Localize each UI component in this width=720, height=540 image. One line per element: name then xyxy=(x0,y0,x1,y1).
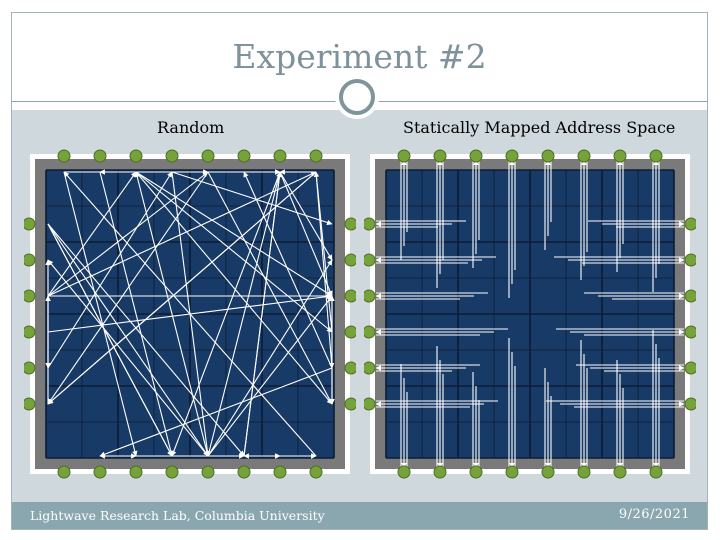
random-node xyxy=(93,465,107,479)
random-node xyxy=(129,149,143,163)
random-node xyxy=(93,149,107,163)
mapped-node xyxy=(364,217,376,231)
mapped-node xyxy=(577,465,591,479)
random-traffic-arrow xyxy=(313,171,333,333)
random-node xyxy=(237,465,251,479)
mapped-node xyxy=(505,149,519,163)
random-traffic-arrow xyxy=(135,171,333,333)
random-traffic-arrow xyxy=(279,171,333,261)
mapped-node xyxy=(541,149,555,163)
footer-date: 9/26/2021 xyxy=(618,507,690,522)
mapped-node xyxy=(505,465,519,479)
random-traffic-arrow xyxy=(207,259,333,457)
random-traffic-arrow xyxy=(135,171,333,297)
random-traffic-arrow xyxy=(99,367,333,457)
random-traffic-arrow xyxy=(47,171,209,405)
random-traffic-arrow xyxy=(47,171,173,369)
mapped-node xyxy=(469,465,483,479)
random-traffic-arrow xyxy=(135,171,333,405)
random-node xyxy=(24,217,36,231)
random-node xyxy=(309,465,323,479)
mapped-node xyxy=(684,217,696,231)
random-node xyxy=(273,149,287,163)
mapped-node xyxy=(613,465,627,479)
random-traffic-arrow xyxy=(207,171,333,405)
random-mesh-diagram xyxy=(24,149,356,479)
random-node xyxy=(57,465,71,479)
random-node xyxy=(24,325,36,339)
mapped-node xyxy=(364,325,376,339)
random-node xyxy=(24,289,36,303)
mapped-node xyxy=(684,253,696,267)
random-traffic-arrow xyxy=(134,171,209,457)
random-node xyxy=(344,253,356,267)
mapped-node xyxy=(397,149,411,163)
mapped-node xyxy=(649,149,663,163)
random-node xyxy=(129,465,143,479)
random-traffic-arrow xyxy=(315,171,335,369)
mapped-node xyxy=(541,465,555,479)
footer-band xyxy=(12,502,707,529)
random-node xyxy=(165,465,179,479)
random-node xyxy=(344,361,356,375)
mapped-node xyxy=(364,289,376,303)
random-node xyxy=(24,361,36,375)
random-traffic-arrow xyxy=(279,171,333,297)
mapped-panel-label: Statically Mapped Address Space xyxy=(403,118,676,137)
random-traffic-arrow xyxy=(207,171,282,457)
mapped-node xyxy=(364,397,376,411)
random-node xyxy=(201,465,215,479)
random-node xyxy=(344,289,356,303)
random-panel-label: Random xyxy=(157,118,225,137)
random-traffic-arrow xyxy=(47,293,333,333)
random-traffic-arrow xyxy=(47,223,173,457)
random-traffic-arrow xyxy=(47,259,209,457)
random-node xyxy=(344,217,356,231)
random-traffic-arrow xyxy=(47,171,317,405)
mapped-node xyxy=(613,149,627,163)
mapped-node xyxy=(684,397,696,411)
mapped-node xyxy=(364,253,376,267)
random-node xyxy=(57,149,71,163)
mapped-node xyxy=(684,325,696,339)
random-traffic-arrow xyxy=(243,171,283,457)
random-node xyxy=(201,149,215,163)
random-traffic-arrow xyxy=(63,171,138,457)
random-node xyxy=(237,149,251,163)
mapped-node xyxy=(577,149,591,163)
random-node xyxy=(344,397,356,411)
random-traffic-arrow xyxy=(47,171,209,297)
random-node xyxy=(309,149,323,163)
mapped-node xyxy=(649,465,663,479)
mapped-node xyxy=(433,149,447,163)
random-traffic-arrow xyxy=(207,295,333,457)
random-node xyxy=(24,397,36,411)
mapped-node xyxy=(364,361,376,375)
mapped-node xyxy=(684,361,696,375)
footer-organization: Lightwave Research Lab, Columbia Univers… xyxy=(30,508,325,523)
slide-title: Experiment #2 xyxy=(232,37,487,76)
mapped-node xyxy=(397,465,411,479)
random-traffic-arrow xyxy=(47,223,245,457)
random-traffic-arrow xyxy=(99,171,174,457)
mapped-node xyxy=(684,289,696,303)
random-traffic-arrow xyxy=(243,171,333,369)
random-traffic-arrow xyxy=(47,223,209,457)
random-node xyxy=(165,149,179,163)
mapped-mesh-diagram xyxy=(364,149,696,479)
random-node xyxy=(344,325,356,339)
random-traffic-arrow xyxy=(47,171,137,297)
random-traffic-arrow xyxy=(171,171,281,457)
circle-ornament-icon xyxy=(339,79,375,115)
mapped-node xyxy=(433,465,447,479)
random-node xyxy=(24,253,36,267)
random-traffic-arrow xyxy=(47,171,317,297)
random-node xyxy=(273,465,287,479)
mapped-node xyxy=(469,149,483,163)
